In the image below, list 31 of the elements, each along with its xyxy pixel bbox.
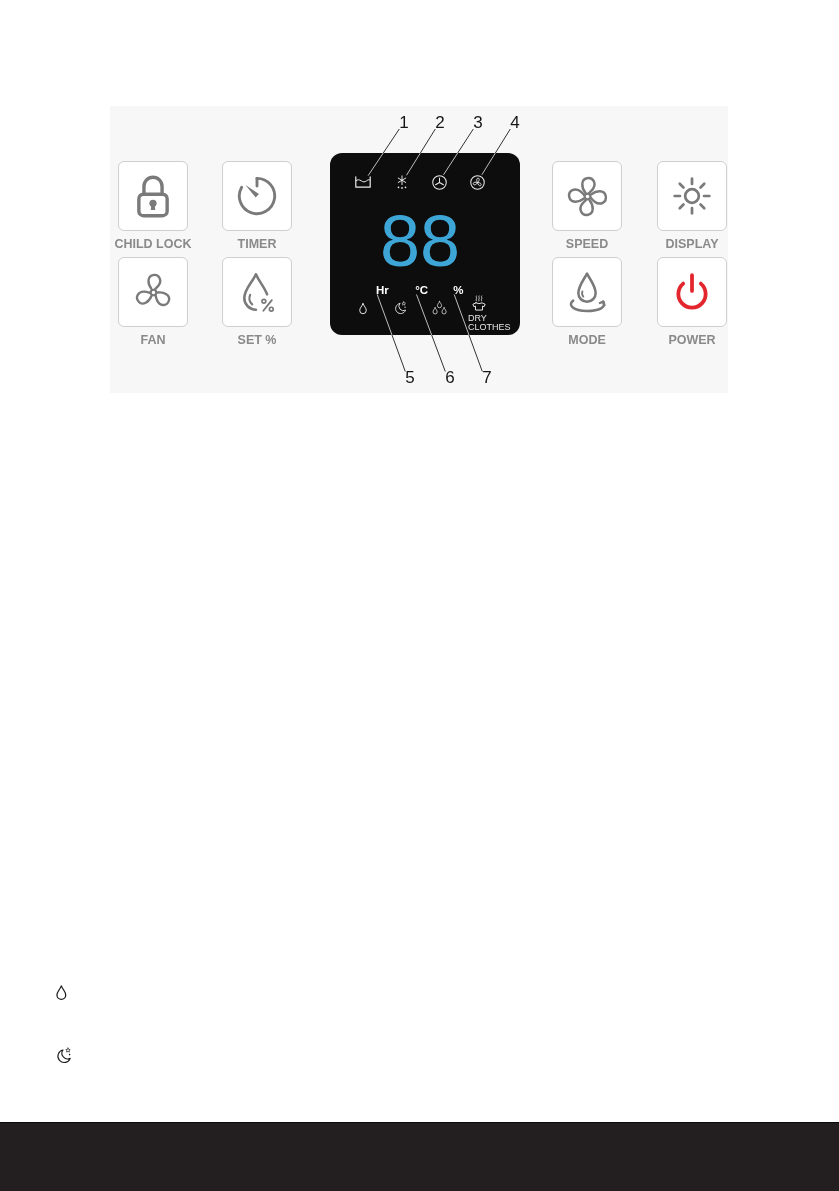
indicator-label: °C [415, 285, 429, 295]
callout-number: 4 [510, 116, 520, 129]
indicator-label: Hr [375, 285, 389, 295]
leader-line [443, 128, 474, 176]
fan-icon [469, 174, 485, 190]
callout-number: 1 [399, 116, 409, 129]
tank-icon [355, 175, 372, 188]
digit-readout: 88 [379, 214, 461, 269]
indicator-label: % [453, 285, 464, 295]
button-label: DISPLAY [665, 240, 719, 250]
leader-line [367, 128, 400, 177]
leader-line [453, 294, 483, 372]
callout-number: 7 [482, 371, 492, 384]
callout-number: 3 [473, 116, 483, 129]
leader-line [406, 128, 436, 176]
button-label: MODE [568, 336, 606, 346]
fan-icon [431, 174, 447, 190]
leader-line [481, 128, 511, 176]
leader-line [376, 294, 406, 372]
button-label: CHILD LOCK [114, 240, 192, 250]
callout-number: 2 [435, 116, 445, 129]
button-label: FAN [140, 336, 166, 346]
callout-number: 6 [445, 371, 455, 384]
button-label: SPEED [565, 240, 609, 250]
display-panel [330, 153, 520, 335]
leader-line [416, 294, 446, 372]
button-label: TIMER [237, 240, 277, 250]
callout-number: 5 [405, 371, 415, 384]
button-label: POWER [668, 336, 716, 346]
button-label: SET % [237, 336, 277, 346]
indicator-label: DRY CLOTHES [468, 314, 511, 332]
